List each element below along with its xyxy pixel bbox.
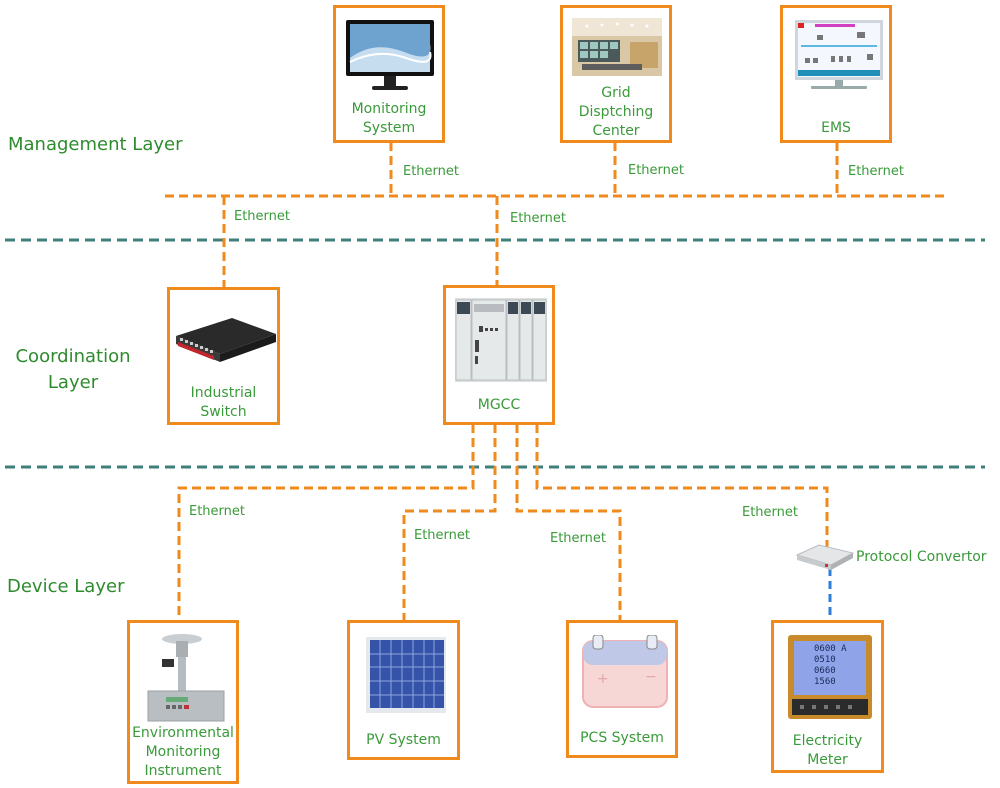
svg-text:+: + xyxy=(597,671,609,687)
node-monitoring-system[interactable]: Monitoring System xyxy=(333,5,445,143)
layer-label-coordination-line1: Coordination xyxy=(15,346,131,367)
ethernet-label: Ethernet xyxy=(234,209,290,224)
node-label-line: Monitoring xyxy=(145,744,221,760)
node-label: Electricity Meter xyxy=(774,732,881,770)
environmental-sensor-icon xyxy=(147,634,225,722)
ethernet-label: Ethernet xyxy=(550,531,606,546)
protocol-convertor-label: Protocol Convertor xyxy=(856,549,987,565)
svg-text:0660: 0660 xyxy=(814,666,836,676)
ethernet-label: Ethernet xyxy=(414,528,470,543)
link-env-monitoring xyxy=(177,424,475,622)
node-label: Grid Disptching Center xyxy=(563,84,669,141)
ems-screen-icon xyxy=(795,20,883,89)
node-label: PV System xyxy=(350,731,457,750)
ethernet-label: Ethernet xyxy=(403,164,459,179)
ethernet-label: Ethernet xyxy=(848,164,904,179)
node-label-line: Switch xyxy=(200,404,247,420)
node-label: MGCC xyxy=(446,396,552,415)
ethernet-label: Ethernet xyxy=(510,211,566,226)
node-environmental-monitoring-instrument[interactable]: Environmental Monitoring Instrument xyxy=(127,620,239,784)
network-switch-icon xyxy=(176,318,276,362)
protocol-convertor-icon[interactable] xyxy=(795,543,855,571)
node-label: EMS xyxy=(783,119,889,138)
node-grid-dispatching-center[interactable]: Grid Disptching Center xyxy=(560,5,672,143)
solar-panel-icon xyxy=(366,637,446,713)
layer-label-device: Device Layer xyxy=(7,576,125,597)
node-label: Industrial Switch xyxy=(170,384,277,422)
battery-icon: + − xyxy=(582,635,668,708)
node-label-line: Industrial xyxy=(190,385,257,401)
control-room-icon xyxy=(572,18,662,76)
svg-text:0510: 0510 xyxy=(814,655,836,665)
svg-text:0600 A: 0600 A xyxy=(814,644,847,654)
node-ems[interactable]: EMS xyxy=(780,5,892,143)
node-label-line: Electricity xyxy=(792,733,863,749)
node-label-line: Monitoring xyxy=(351,101,427,117)
node-label-line: MGCC xyxy=(477,397,521,413)
node-label: PCS System xyxy=(569,729,675,748)
node-pcs-system[interactable]: + − PCS System xyxy=(566,620,678,758)
node-label-line: Center xyxy=(592,123,640,139)
monitor-icon xyxy=(346,20,434,90)
node-label-line: PCS System xyxy=(580,730,664,746)
ethernet-label: Ethernet xyxy=(628,163,684,178)
node-label-line: Meter xyxy=(807,752,848,768)
node-label-line: Grid xyxy=(601,85,631,101)
ethernet-label: Ethernet xyxy=(742,505,798,520)
svg-text:−: − xyxy=(645,669,657,685)
ethernet-label: Ethernet xyxy=(189,504,245,519)
electricity-meter-icon: 0600 A 0510 0660 1560 xyxy=(788,635,872,719)
node-pv-system[interactable]: PV System xyxy=(347,620,460,760)
node-label-line: Instrument xyxy=(144,763,222,779)
layer-label-coordination: Coordination Layer xyxy=(8,344,138,396)
plc-controller-icon xyxy=(455,298,547,382)
layer-label-management: Management Layer xyxy=(8,134,183,155)
node-label: Environmental Monitoring Instrument xyxy=(130,724,236,781)
node-industrial-switch[interactable]: Industrial Switch xyxy=(167,287,280,425)
link-pv-system xyxy=(402,424,497,622)
node-label-line: Disptching xyxy=(578,104,654,120)
svg-text:1560: 1560 xyxy=(814,677,836,687)
node-label: Monitoring System xyxy=(336,100,442,138)
node-label-line: Environmental xyxy=(132,725,234,741)
link-protocol-convertor xyxy=(535,424,829,552)
node-mgcc[interactable]: MGCC xyxy=(443,285,555,425)
node-label-line: EMS xyxy=(821,120,851,136)
link-pcs-system xyxy=(515,424,622,622)
node-label-line: PV System xyxy=(366,732,441,748)
node-label-line: System xyxy=(362,120,416,136)
layer-label-coordination-line2: Layer xyxy=(47,372,99,394)
node-electricity-meter[interactable]: 0600 A 0510 0660 1560 Electricity Meter xyxy=(771,620,884,773)
